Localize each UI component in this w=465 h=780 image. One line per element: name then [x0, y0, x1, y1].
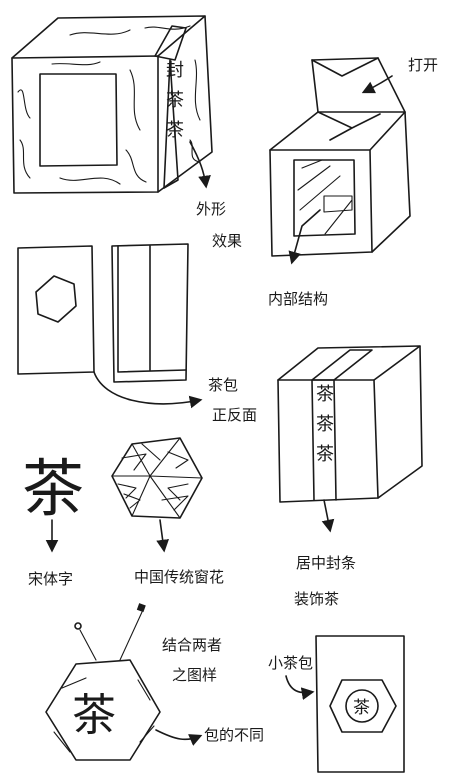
songti-note: 宋体字 [28, 570, 73, 588]
seal-note-line1: 居中封条 [296, 554, 356, 572]
strip-glyph-1: 封 [166, 60, 184, 81]
combined-pattern-note: 结合两者 之图样 [162, 636, 222, 684]
combined-note-line2: 之图样 [172, 666, 217, 684]
outer-effect-line1: 外形 [196, 200, 226, 218]
window-pattern-note: 中国传统窗花 [134, 568, 224, 586]
combined-emblem: 茶 [45, 603, 203, 761]
sealed-box-sketch: 茶 茶 茶 [277, 345, 423, 533]
seal-note-line2: 装饰茶 [294, 590, 339, 608]
tea-bag-note: 茶包 正反面 [208, 376, 257, 424]
bag-front [17, 245, 95, 375]
songti-tea-character: 茶 宋体字 [22, 452, 84, 588]
seal-glyph-1: 茶 [316, 384, 334, 405]
emblem-tea-character: 茶 [72, 690, 116, 741]
small-bag-tea-character: 茶 [353, 698, 370, 718]
outer-effect-note: 外形 效果 [196, 200, 242, 250]
seal-glyph-2: 茶 [316, 414, 334, 435]
window-lattice-hexagon: 中国传统窗花 [111, 437, 224, 586]
outer-effect-line2: 效果 [212, 232, 242, 250]
combined-note-line1: 结合两者 [162, 636, 222, 654]
inner-structure-note: 内部结构 [268, 290, 328, 308]
open-box-sketch [269, 57, 411, 265]
strip-glyph-3: 茶 [166, 120, 184, 141]
different-note: 包的不同 [204, 726, 264, 744]
strip-glyph-2: 茶 [166, 90, 184, 111]
open-note: 打开 [408, 56, 438, 74]
small-tea-bag-note: 小茶包 [268, 654, 313, 672]
tea-bag-sketch [17, 243, 203, 409]
inner-window [293, 159, 356, 237]
tea-character-large: 茶 [22, 452, 84, 525]
seal-glyph-3: 茶 [316, 444, 334, 465]
front-window [39, 73, 118, 167]
small-tea-bag: 茶 [285, 635, 405, 773]
seal-note: 居中封条 装饰茶 [294, 554, 356, 608]
tea-bag-line1: 茶包 [208, 376, 238, 394]
outer-box-sketch: 封 茶 茶 [11, 15, 213, 194]
bag-back [111, 243, 189, 383]
tea-bag-line2: 正反面 [212, 406, 257, 424]
